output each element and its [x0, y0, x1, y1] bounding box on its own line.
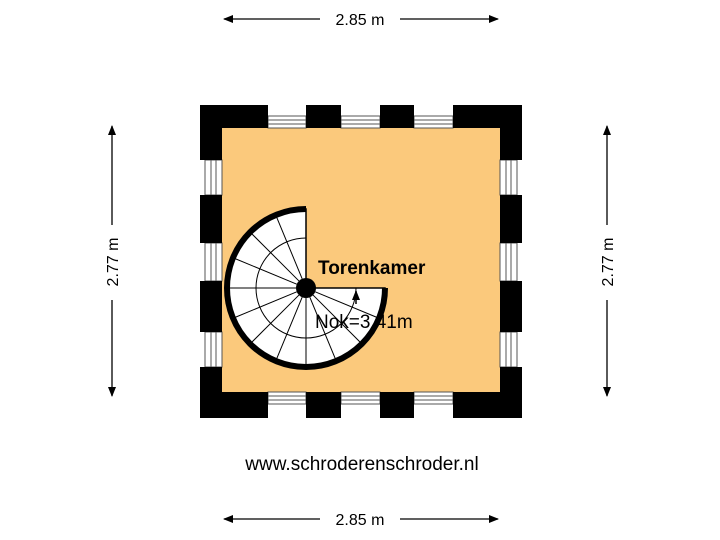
dimension-bottom-label: 2.85 m — [336, 512, 385, 529]
ridge-height-label: Nok=3.41m — [315, 312, 413, 333]
stair-tread — [315, 291, 380, 319]
spiral-staircase — [224, 206, 388, 370]
stair-tread — [249, 294, 300, 345]
room-name: Torenkamer — [318, 258, 426, 279]
walls — [200, 105, 522, 418]
stair-tread — [275, 297, 303, 362]
website-url: www.schroderenschroder.nl — [244, 454, 478, 475]
stair-tread — [309, 297, 337, 362]
dimension-bottom: 2.85 m — [223, 512, 499, 529]
stair-tread — [232, 291, 297, 319]
stair-center-post — [296, 278, 316, 298]
dimension-top: 2.85 m — [223, 12, 499, 29]
dimension-left-label: 2.77 m — [105, 238, 122, 287]
dimension-left: 2.77 m — [105, 125, 122, 397]
dimension-right-label: 2.77 m — [600, 238, 617, 287]
stair-tread — [232, 257, 297, 285]
dimension-top-label: 2.85 m — [336, 12, 385, 29]
windows — [204, 115, 518, 405]
stair-tread — [275, 214, 303, 279]
stair-tread — [249, 231, 300, 282]
stair-tread — [312, 294, 363, 345]
dimension-right: 2.77 m — [600, 125, 617, 397]
